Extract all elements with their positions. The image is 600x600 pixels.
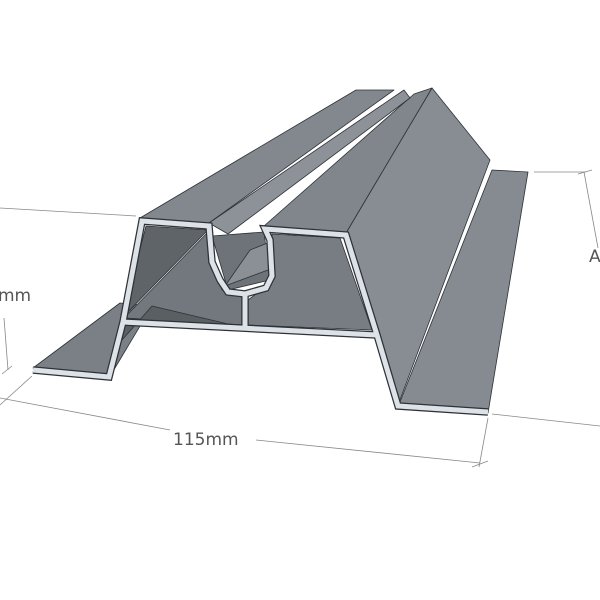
right-dimension-label: A [589, 247, 600, 267]
right-height-dimension-line [583, 171, 599, 249]
left-height-tick [1, 365, 13, 375]
width-dimension-label: 115mm [173, 430, 239, 450]
width-dimension-line-right [255, 439, 481, 464]
slot-lip-strip [208, 89, 411, 235]
cross-section-fill [32, 218, 489, 415]
left-bottom-extension-line [0, 375, 33, 406]
left-top-extension-line [0, 207, 137, 217]
left-height-dimension-label: mm [0, 286, 31, 306]
dimension-lines [0, 169, 600, 468]
cross-section [32, 217, 489, 416]
right-width-extension-line [478, 417, 489, 468]
right-bottom-extension-line [491, 413, 600, 427]
width-tick [471, 460, 489, 468]
width-dimension-line-left [0, 397, 171, 431]
right-height-tick [577, 169, 593, 175]
left-height-dimension-line [3, 317, 9, 371]
